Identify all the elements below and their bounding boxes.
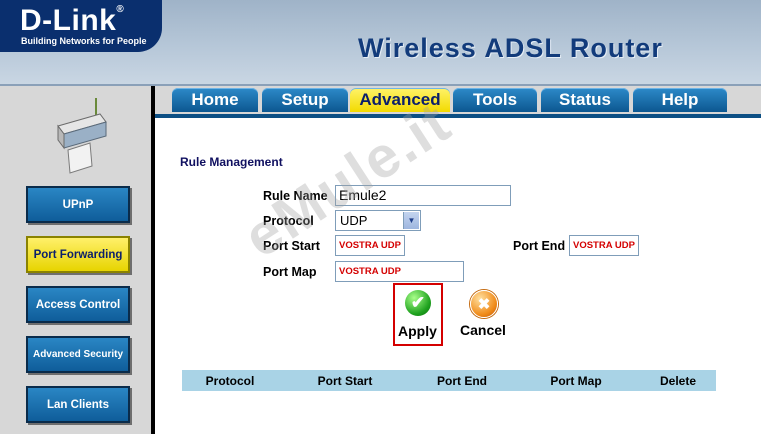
port-end-input[interactable]: VOSTRA UDP bbox=[569, 235, 639, 256]
sidebar-item-upnp[interactable]: UPnP bbox=[26, 186, 130, 223]
tab-status[interactable]: Status bbox=[541, 88, 629, 112]
sidebar-item-lan-clients[interactable]: Lan Clients bbox=[26, 386, 130, 423]
tab-tools[interactable]: Tools bbox=[453, 88, 537, 112]
port-start-input[interactable]: VOSTRA UDP bbox=[335, 235, 405, 256]
close-icon[interactable]: ✖ bbox=[470, 290, 498, 318]
column-header-port-end: Port End bbox=[437, 373, 487, 388]
logo-box: D-Link® Building Networks for People bbox=[0, 0, 162, 52]
tab-advanced[interactable]: Advanced bbox=[350, 88, 450, 112]
tab-home[interactable]: Home bbox=[172, 88, 258, 112]
protocol-select[interactable]: UDP ▼ bbox=[335, 210, 421, 231]
registered-mark: ® bbox=[116, 4, 125, 15]
protocol-selected-value: UDP bbox=[340, 213, 368, 228]
sidebar-item-port-forwarding[interactable]: Port Forwarding bbox=[26, 236, 130, 273]
panel-divider bbox=[151, 86, 155, 434]
tab-help[interactable]: Help bbox=[633, 88, 727, 112]
protocol-label: Protocol bbox=[263, 214, 314, 228]
apply-button[interactable]: Apply bbox=[398, 323, 437, 339]
column-header-protocol: Protocol bbox=[205, 373, 255, 388]
cancel-button[interactable]: Cancel bbox=[460, 322, 506, 338]
section-title: Rule Management bbox=[180, 155, 283, 169]
dlink-logo: D-Link® bbox=[20, 4, 125, 37]
sidebar-item-advanced-security[interactable]: Advanced Security bbox=[26, 336, 130, 373]
column-header-port-map: Port Map bbox=[550, 373, 602, 388]
router-device-icon bbox=[57, 98, 107, 174]
column-header-port-start: Port Start bbox=[317, 373, 373, 388]
rules-table-header: Protocol Port Start Port End Port Map De… bbox=[182, 370, 716, 391]
port-map-label: Port Map bbox=[263, 265, 317, 279]
rule-name-input[interactable]: Emule2 bbox=[335, 185, 511, 206]
port-end-label: Port End bbox=[513, 239, 566, 253]
port-map-input[interactable]: VOSTRA UDP bbox=[335, 261, 464, 282]
apply-highlight-box bbox=[393, 283, 443, 346]
checkmark-icon[interactable]: ✔ bbox=[405, 290, 431, 316]
logo-tagline: Building Networks for People bbox=[21, 36, 147, 46]
chevron-down-icon[interactable]: ▼ bbox=[403, 212, 419, 229]
column-header-delete: Delete bbox=[659, 373, 697, 388]
page-title: Wireless ADSL Router bbox=[358, 33, 663, 63]
tab-setup[interactable]: Setup bbox=[262, 88, 348, 112]
rule-name-label: Rule Name bbox=[263, 189, 328, 203]
port-start-label: Port Start bbox=[263, 239, 320, 253]
sidebar-item-access-control[interactable]: Access Control bbox=[26, 286, 130, 323]
